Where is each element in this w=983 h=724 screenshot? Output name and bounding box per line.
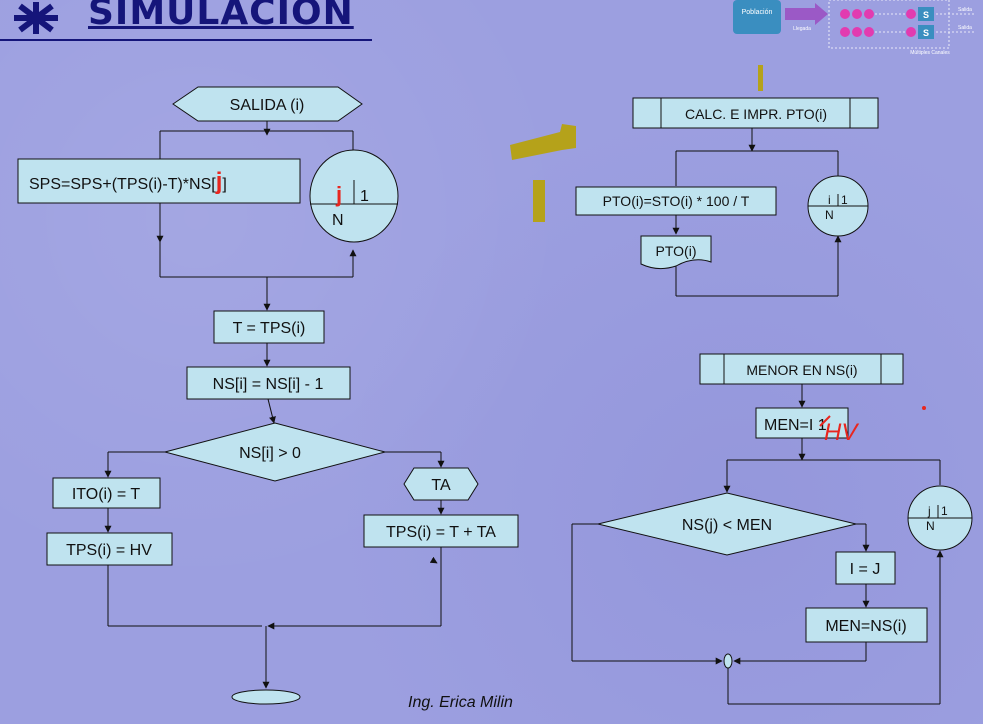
exit-label: Salida <box>958 7 972 13</box>
sps-index: j <box>215 168 223 195</box>
client-dot <box>840 27 850 37</box>
loop-end: N <box>825 208 834 222</box>
pto-print-document-shape <box>640 235 712 270</box>
men-init-label: MEN=I 1 <box>764 417 827 434</box>
client-dot <box>906 9 916 19</box>
server-label: S <box>923 28 929 38</box>
sps-process-box <box>17 158 301 204</box>
tps-hv-label: TPS(i) = HV <box>66 542 152 559</box>
client-dot <box>864 9 874 19</box>
client-dot <box>906 27 916 37</box>
right-bottom-flowchart: MENOR EN NS(i) MEN=I 1 HV NS(j) < MEN I … <box>571 353 973 705</box>
tps-ta-box <box>363 514 519 548</box>
client-dot <box>840 9 850 19</box>
pto-print-label: PTO(i) <box>656 243 697 259</box>
ta-input-shape <box>403 467 479 501</box>
merge-connector <box>723 653 733 669</box>
pto-calc-label: PTO(i)=STO(i) * 100 / T <box>603 193 750 209</box>
ito-label: ITO(i) = T <box>72 486 141 503</box>
client-dot <box>864 27 874 37</box>
menor-title: MENOR EN NS(i) <box>746 362 857 378</box>
author-footer: Ing. Erica Milin <box>408 694 513 711</box>
arrival-label: Llegada <box>793 26 811 32</box>
arrival-arrow-icon <box>785 3 828 25</box>
page-title: SIMULACION <box>88 0 354 33</box>
sps-suffix: ] <box>222 176 226 193</box>
end-terminator <box>231 689 301 705</box>
server-box <box>918 25 934 39</box>
loop-var: j <box>927 504 931 518</box>
loop-start: 1 <box>941 504 948 518</box>
assign-men-label: MEN=NS(i) <box>825 618 906 635</box>
highlighter-marks <box>510 65 763 222</box>
salida-label: SALIDA (i) <box>230 97 305 114</box>
men-annotation: HV <box>824 419 859 446</box>
menor-subroutine-box <box>699 353 904 385</box>
assign-i-box <box>835 551 896 585</box>
client-dot <box>852 9 862 19</box>
population-box <box>733 0 781 34</box>
loop-end: N <box>332 212 344 229</box>
t-assign-box <box>213 310 325 344</box>
pto-calc-box <box>575 186 777 216</box>
salida-start-shape <box>172 86 363 122</box>
ns-decrement-label: NS[i] = NS[i] - 1 <box>213 376 324 393</box>
ns-decrement-box <box>186 366 351 400</box>
loop-start: 1 <box>360 188 369 205</box>
loop-var: j <box>335 182 342 207</box>
utn-logo-icon <box>0 2 372 41</box>
ns-j-decision-label: NS(j) < MEN <box>682 517 772 534</box>
loop-start: 1 <box>841 193 848 207</box>
exit-label: Salida <box>958 25 972 31</box>
calc-title: CALC. E IMPR. PTO(i) <box>685 106 827 122</box>
client-dot <box>852 27 862 37</box>
men-init-box <box>755 407 849 439</box>
sps-formula: SPS=SPS+(TPS(i)-T)*NS[j] <box>29 168 227 195</box>
loop-end: N <box>926 519 935 533</box>
ns-decision-label: NS[i] > 0 <box>239 445 301 462</box>
left-flowchart: SALIDA (i) SPS=SPS+(TPS(i)-T)*NS[j] j 1 … <box>17 86 519 705</box>
t-assign-label: T = TPS(i) <box>233 320 306 337</box>
ta-label: TA <box>431 477 451 494</box>
right-top-flowchart: CALC. E IMPR. PTO(i) PTO(i)=STO(i) * 100… <box>575 97 879 297</box>
calc-subroutine-box <box>632 97 879 129</box>
loop-var: i <box>828 193 831 207</box>
tps-ta-label: TPS(i) = T + TA <box>386 524 496 541</box>
queue-thumbnail: Población Llegada S S Salida Salida Múlt… <box>733 0 975 56</box>
population-label: Población <box>742 9 773 16</box>
sps-prefix: SPS=SPS+(TPS(i)-T)*NS[ <box>29 176 216 193</box>
tps-hv-box <box>46 532 173 566</box>
thumbnail-caption: Múltiples Canales <box>910 50 950 56</box>
ito-box <box>52 477 161 509</box>
assign-i-label: I = J <box>850 561 881 578</box>
server-box <box>918 7 934 21</box>
server-label: S <box>923 10 929 20</box>
